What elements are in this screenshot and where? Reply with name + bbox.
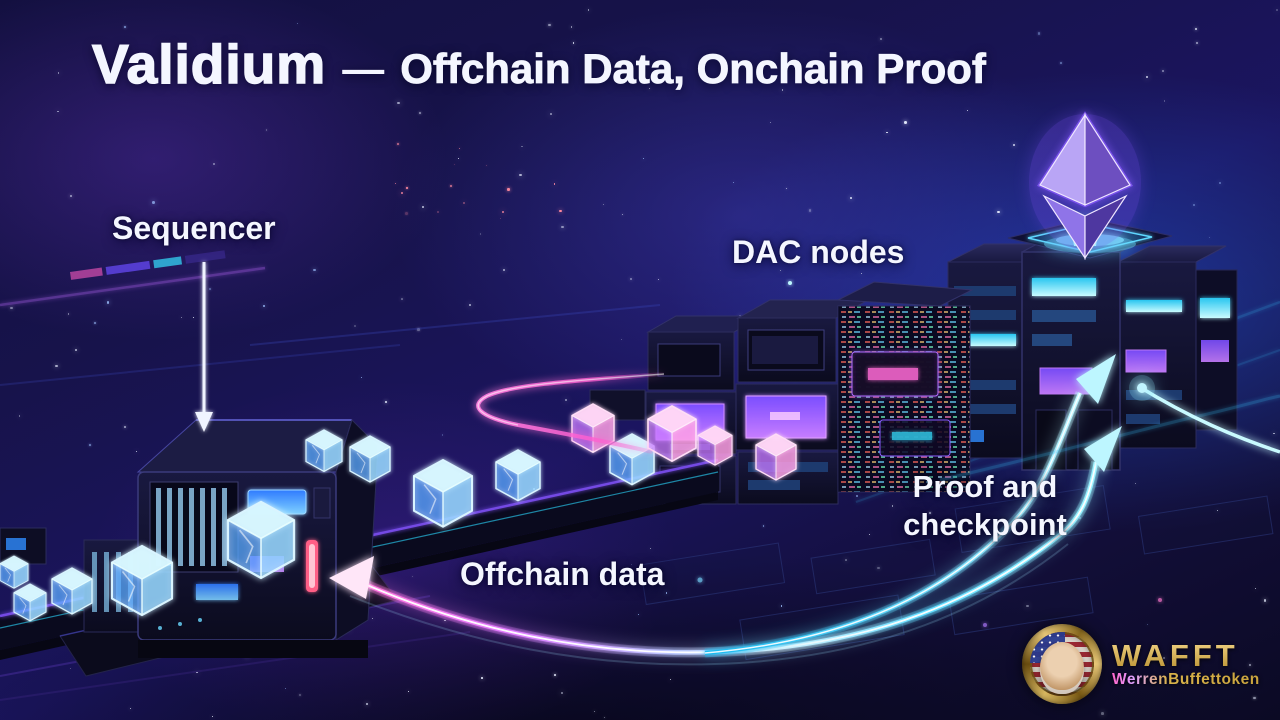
title-brand: Validium — [91, 32, 327, 96]
page-title: Validium — Offchain Data, Onchain Proof — [91, 32, 987, 96]
sequencer-machine — [0, 419, 399, 677]
label-sequencer: Sequencer — [112, 210, 276, 246]
proof-checkpoint-path — [704, 354, 1280, 658]
label-proof-checkpoint: Proof and checkpoint — [903, 469, 1067, 542]
label-dac-nodes: DAC nodes — [732, 234, 905, 270]
coin-portrait — [1030, 632, 1094, 696]
title-separator: — — [342, 45, 385, 92]
sequencer-down-arrow-icon — [195, 262, 213, 432]
data-cube-icon — [495, 449, 541, 502]
watermark-text: WAFFT WerrenBuffettoken — [1112, 640, 1260, 687]
watermark-token-name: WerrenBuffettoken — [1112, 670, 1260, 688]
label-offchain-data: Offchain data — [460, 556, 665, 592]
coin-logo-icon — [1022, 624, 1102, 704]
proof-up-right-arrow-icon — [1076, 354, 1116, 404]
ethereum-tower — [947, 217, 1238, 471]
ethereum-logo-icon — [1029, 111, 1141, 260]
dac-nodes-cluster — [589, 281, 974, 505]
watermark-ticker: WAFFT — [1112, 640, 1260, 672]
watermark: WAFFT WerrenBuffettoken — [1022, 624, 1260, 704]
title-subtitle: Offchain Data, Onchain Proof — [400, 45, 987, 93]
proof-up-right-arrow-icon — [1084, 426, 1122, 472]
offchain-left-arrow-icon — [329, 556, 374, 599]
offchain-data-path — [329, 372, 1101, 666]
